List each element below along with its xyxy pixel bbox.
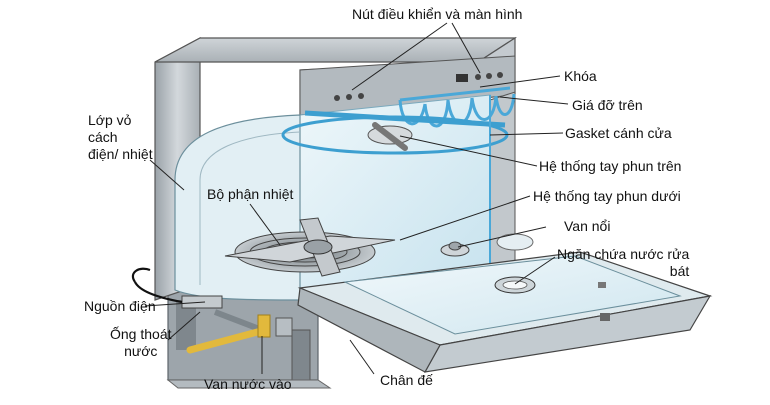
label-detergent-compartment: Ngăn chứa nước rửa bát xyxy=(557,246,690,279)
label-water-inlet-valve: Van nước vào xyxy=(204,376,292,392)
label-upper-spray-arm: Hệ thống tay phun trên xyxy=(539,158,682,174)
label-control-panel: Nút điều khiển và màn hình xyxy=(352,6,523,22)
label-lower-spray-arm: Hệ thống tay phun dưới xyxy=(533,188,681,204)
label-base: Chân đế xyxy=(380,372,433,388)
label-power-source: Nguồn điện xyxy=(84,298,156,314)
label-upper-rack: Giá đỡ trên xyxy=(572,97,643,113)
label-float-valve: Van nổi xyxy=(564,218,611,234)
label-drain-pipe: Ống thoát nước xyxy=(110,326,172,359)
pipes xyxy=(186,309,293,354)
lower-spray-arm xyxy=(224,217,396,277)
label-heating-element: Bộ phận nhiệt xyxy=(207,186,294,202)
power-cord xyxy=(131,267,223,309)
label-lock: Khóa xyxy=(564,68,597,84)
control-panel xyxy=(334,72,503,101)
leader-lines xyxy=(144,22,569,375)
upper-spray-arm xyxy=(281,110,509,155)
label-door-gasket: Gasket cánh cửa xyxy=(565,125,672,141)
open-door xyxy=(297,251,713,373)
upper-rack xyxy=(398,86,516,128)
float-valve xyxy=(440,233,534,257)
label-insulation: Lớp vỏ cách điện/ nhiệt xyxy=(88,112,153,162)
